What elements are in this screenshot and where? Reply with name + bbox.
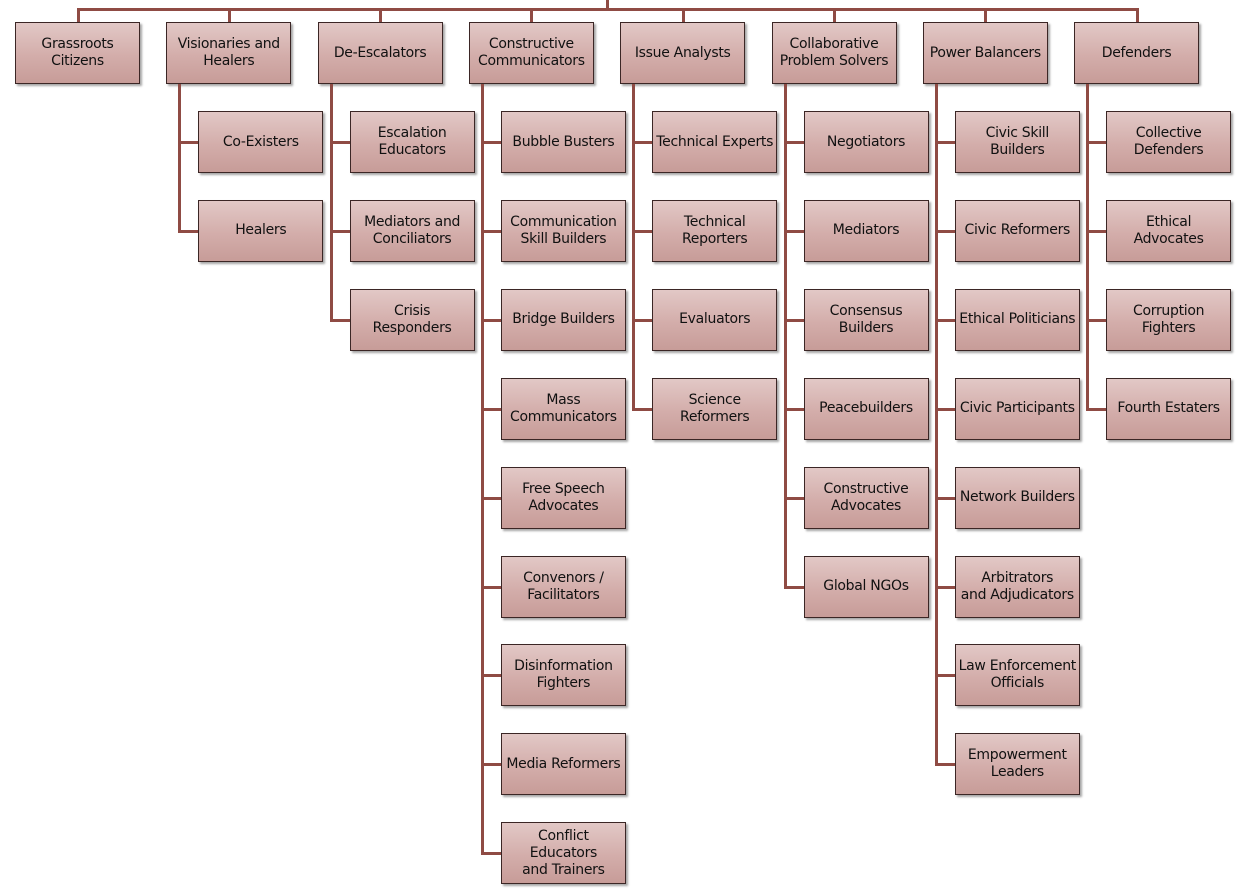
subcategory-box: Mediators: [803, 199, 929, 262]
subcategory-box: Technical Reporters: [652, 199, 778, 262]
category-connector: [530, 8, 534, 22]
branch-connector: [1086, 407, 1107, 411]
subcategory-box: Civic Reformers: [954, 199, 1080, 262]
subcategory-box: Media Reformers: [500, 733, 626, 796]
branch-connector: [783, 496, 804, 500]
category-box: Visionaries and Healers: [166, 22, 292, 84]
top-bus-line: [76, 8, 1139, 11]
subcategory-box: Collective Defenders: [1106, 111, 1232, 173]
subcategory-box: Civic Participants: [954, 377, 1080, 440]
subcategory-box: Empowerment Leaders: [954, 733, 1080, 796]
subcategory-box: Healers: [198, 199, 324, 262]
branch-trunk-line: [632, 84, 636, 410]
subcategory-box: Consensus Builders: [803, 288, 929, 351]
branch-connector: [480, 496, 501, 500]
category-box: Constructive Communicators: [468, 22, 594, 84]
subcategory-box: Bridge Builders: [500, 288, 626, 351]
category-box: Grassroots Citizens: [15, 22, 140, 84]
branch-connector: [632, 229, 653, 233]
branch-connector: [632, 407, 653, 411]
branch-connector: [329, 318, 350, 322]
subcategory-box: Fourth Estaters: [1106, 377, 1232, 440]
root-connector: [606, 0, 609, 10]
subcategory-box: Co-Existers: [198, 111, 324, 173]
subcategory-box: Communication Skill Builders: [500, 199, 626, 262]
subcategory-box: Escalation Educators: [349, 111, 475, 173]
branch-trunk-line: [329, 84, 333, 321]
branch-connector: [1086, 318, 1107, 322]
branch-connector: [934, 496, 955, 500]
category-box: Defenders: [1074, 22, 1200, 84]
subcategory-box: Law Enforcement Officials: [954, 644, 1080, 707]
subcategory-box: Convenors / Facilitators: [500, 555, 626, 618]
branch-connector: [329, 141, 350, 144]
category-connector: [833, 8, 836, 22]
subcategory-box: Mediators and Conciliators: [349, 199, 475, 262]
branch-connector: [783, 318, 804, 322]
category-connector: [379, 8, 383, 22]
subcategory-box: Conflict Educators and Trainers: [500, 822, 626, 885]
branch-trunk-line: [1086, 84, 1090, 410]
subcategory-box: Negotiators: [803, 111, 929, 173]
category-box: Power Balancers: [922, 22, 1048, 84]
category-box: Issue Analysts: [620, 22, 746, 84]
branch-connector: [783, 585, 804, 589]
branch-trunk-line: [178, 84, 182, 232]
subcategory-box: Crisis Responders: [349, 288, 475, 351]
branch-connector: [480, 585, 501, 589]
subcategory-box: Constructive Advocates: [803, 466, 929, 529]
subcategory-box: Ethical Politicians: [954, 288, 1080, 351]
subcategory-box: Corruption Fighters: [1106, 288, 1232, 351]
subcategory-box: Free Speech Advocates: [500, 466, 626, 529]
category-connector: [227, 8, 231, 22]
branch-connector: [934, 141, 955, 144]
subcategory-box: Evaluators: [652, 288, 778, 351]
branch-connector: [783, 229, 804, 233]
branch-connector: [632, 141, 653, 144]
branch-connector: [934, 229, 955, 233]
subcategory-box: Peacebuilders: [803, 377, 929, 440]
category-connector: [681, 8, 685, 22]
subcategory-box: Ethical Advocates: [1106, 199, 1232, 262]
category-connector: [76, 8, 80, 22]
branch-connector: [480, 141, 501, 144]
branch-trunk-line: [783, 84, 787, 588]
subcategory-box: Science Reformers: [652, 377, 778, 440]
branch-connector: [934, 674, 955, 678]
branch-connector: [480, 229, 501, 233]
branch-connector: [480, 763, 501, 767]
branch-connector: [329, 229, 350, 233]
branch-connector: [934, 585, 955, 589]
branch-connector: [632, 318, 653, 322]
subcategory-box: Arbitrators and Adjudicators: [954, 555, 1080, 618]
subcategory-box: Global NGOs: [803, 555, 929, 618]
category-box: De-Escalators: [317, 22, 443, 84]
branch-trunk-line: [480, 84, 484, 855]
branch-connector: [480, 852, 501, 856]
subcategory-box: Network Builders: [954, 466, 1080, 529]
branch-connector: [1086, 229, 1107, 233]
branch-trunk-line: [934, 84, 938, 766]
category-box: Collaborative Problem Solvers: [771, 22, 897, 84]
branch-connector: [1086, 141, 1107, 144]
branch-connector: [934, 763, 955, 767]
branch-connector: [480, 318, 501, 322]
branch-connector: [178, 141, 199, 144]
category-connector: [984, 8, 988, 22]
branch-connector: [783, 141, 804, 144]
branch-connector: [783, 407, 804, 411]
branch-connector: [934, 407, 955, 411]
subcategory-box: Bubble Busters: [500, 111, 626, 173]
subcategory-box: Disinformation Fighters: [500, 644, 626, 707]
category-connector: [1135, 8, 1139, 22]
branch-connector: [178, 229, 199, 233]
subcategory-box: Technical Experts: [652, 111, 778, 173]
subcategory-box: Civic Skill Builders: [954, 111, 1080, 173]
branch-connector: [934, 318, 955, 322]
branch-connector: [480, 407, 501, 411]
subcategory-box: Mass Communicators: [500, 377, 626, 440]
branch-connector: [480, 674, 501, 678]
